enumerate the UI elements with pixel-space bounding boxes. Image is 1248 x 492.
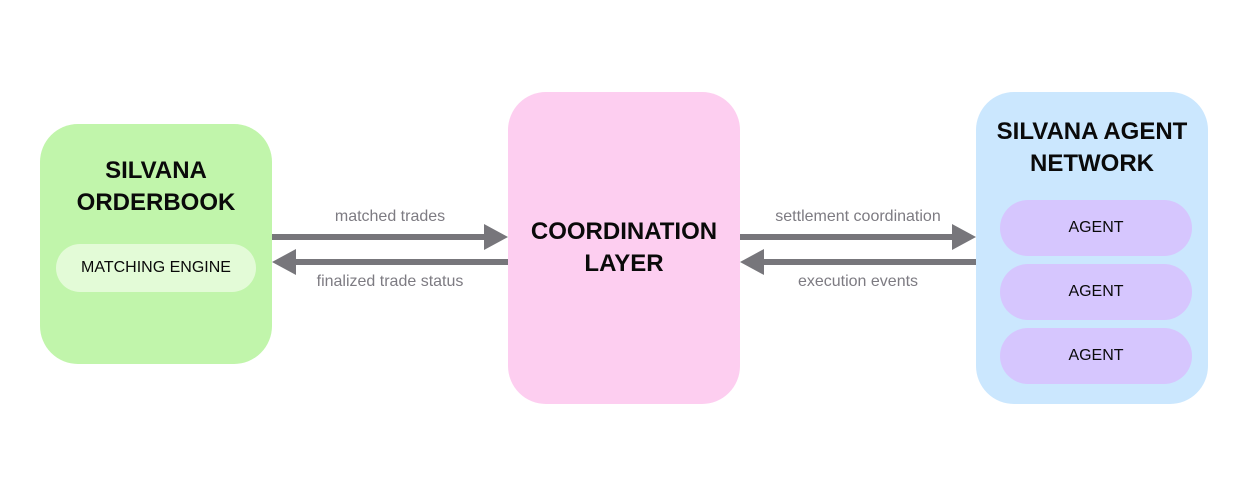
coordination-title: COORDINATION LAYER xyxy=(508,216,740,280)
silvana-orderbook-node: SILVANA ORDERBOOK MATCHING ENGINE xyxy=(40,124,272,364)
agent-component: AGENT xyxy=(1000,200,1192,256)
agent-network-title: SILVANA AGENT NETWORK xyxy=(976,116,1208,180)
coordination-title-line-1: COORDINATION xyxy=(530,218,718,245)
edge-label-finalized-trade-status: finalized trade status xyxy=(316,273,464,290)
agent-network-title-line-1: SILVANA AGENT xyxy=(996,118,1188,145)
edge-label-execution-events: execution events xyxy=(797,273,919,290)
arrow-matched-trades xyxy=(272,224,508,250)
orderbook-title: SILVANA ORDERBOOK xyxy=(40,155,272,219)
agent-component: AGENT xyxy=(1000,264,1192,320)
arrow-settlement-coordination xyxy=(740,224,976,250)
arrow-execution-events xyxy=(740,249,976,275)
silvana-agent-network-node: SILVANA AGENT NETWORK AGENT AGENT AGENT xyxy=(976,92,1208,404)
coordination-title-line-2: LAYER xyxy=(584,250,664,277)
orderbook-title-line-1: SILVANA xyxy=(105,157,207,184)
agent-network-title-line-2: NETWORK xyxy=(1030,150,1154,177)
coordination-layer-node: COORDINATION LAYER xyxy=(508,92,740,404)
matching-engine-component: MATCHING ENGINE xyxy=(56,244,256,292)
agent-component: AGENT xyxy=(1000,328,1192,384)
orderbook-title-line-2: ORDERBOOK xyxy=(76,189,236,216)
edge-label-matched-trades: matched trades xyxy=(334,208,446,225)
arrow-finalized-trade-status xyxy=(272,249,508,275)
edge-label-settlement-coordination: settlement coordination xyxy=(775,208,941,225)
